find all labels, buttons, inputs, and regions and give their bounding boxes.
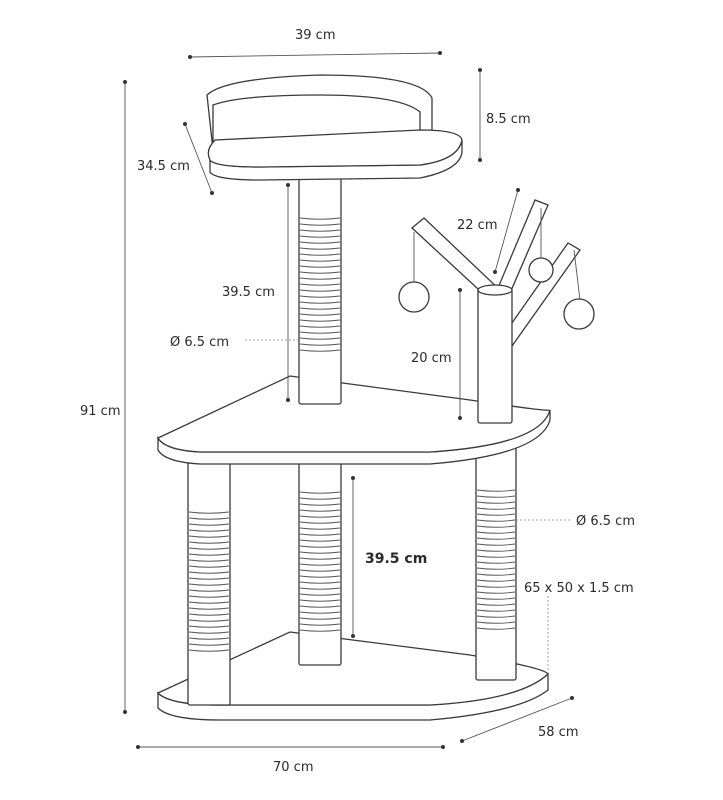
upper-post-diameter-label: Ø 6.5 cm bbox=[170, 335, 229, 350]
top-bed bbox=[206, 74, 463, 181]
dimension-lines bbox=[123, 51, 574, 749]
lower-post-center bbox=[298, 454, 342, 666]
lower-post-height-label: 39.5 cm bbox=[365, 551, 427, 567]
base-size-label: 65 x 50 x 1.5 cm bbox=[524, 581, 634, 596]
branch-post-height-label: 20 cm bbox=[411, 351, 452, 366]
upper-post-height-label: 39.5 cm bbox=[222, 285, 275, 300]
branch-post bbox=[398, 199, 595, 424]
upper-sisal-wraps bbox=[299, 217, 341, 352]
lower-post-diameter-label: Ø 6.5 cm bbox=[576, 514, 635, 529]
base-width-label: 70 cm bbox=[273, 760, 314, 775]
total-height-label: 91 cm bbox=[80, 404, 121, 419]
bed-height-label: 8.5 cm bbox=[486, 112, 531, 127]
lower-sisal-wraps bbox=[188, 489, 516, 652]
branch-length-label: 22 cm bbox=[457, 218, 498, 233]
bed-depth-label: 34.5 cm bbox=[137, 159, 190, 174]
top-width-label: 39 cm bbox=[295, 28, 336, 43]
lower-post-left bbox=[187, 459, 231, 706]
base-depth-label: 58 cm bbox=[538, 725, 579, 740]
middle-platform bbox=[157, 375, 551, 465]
